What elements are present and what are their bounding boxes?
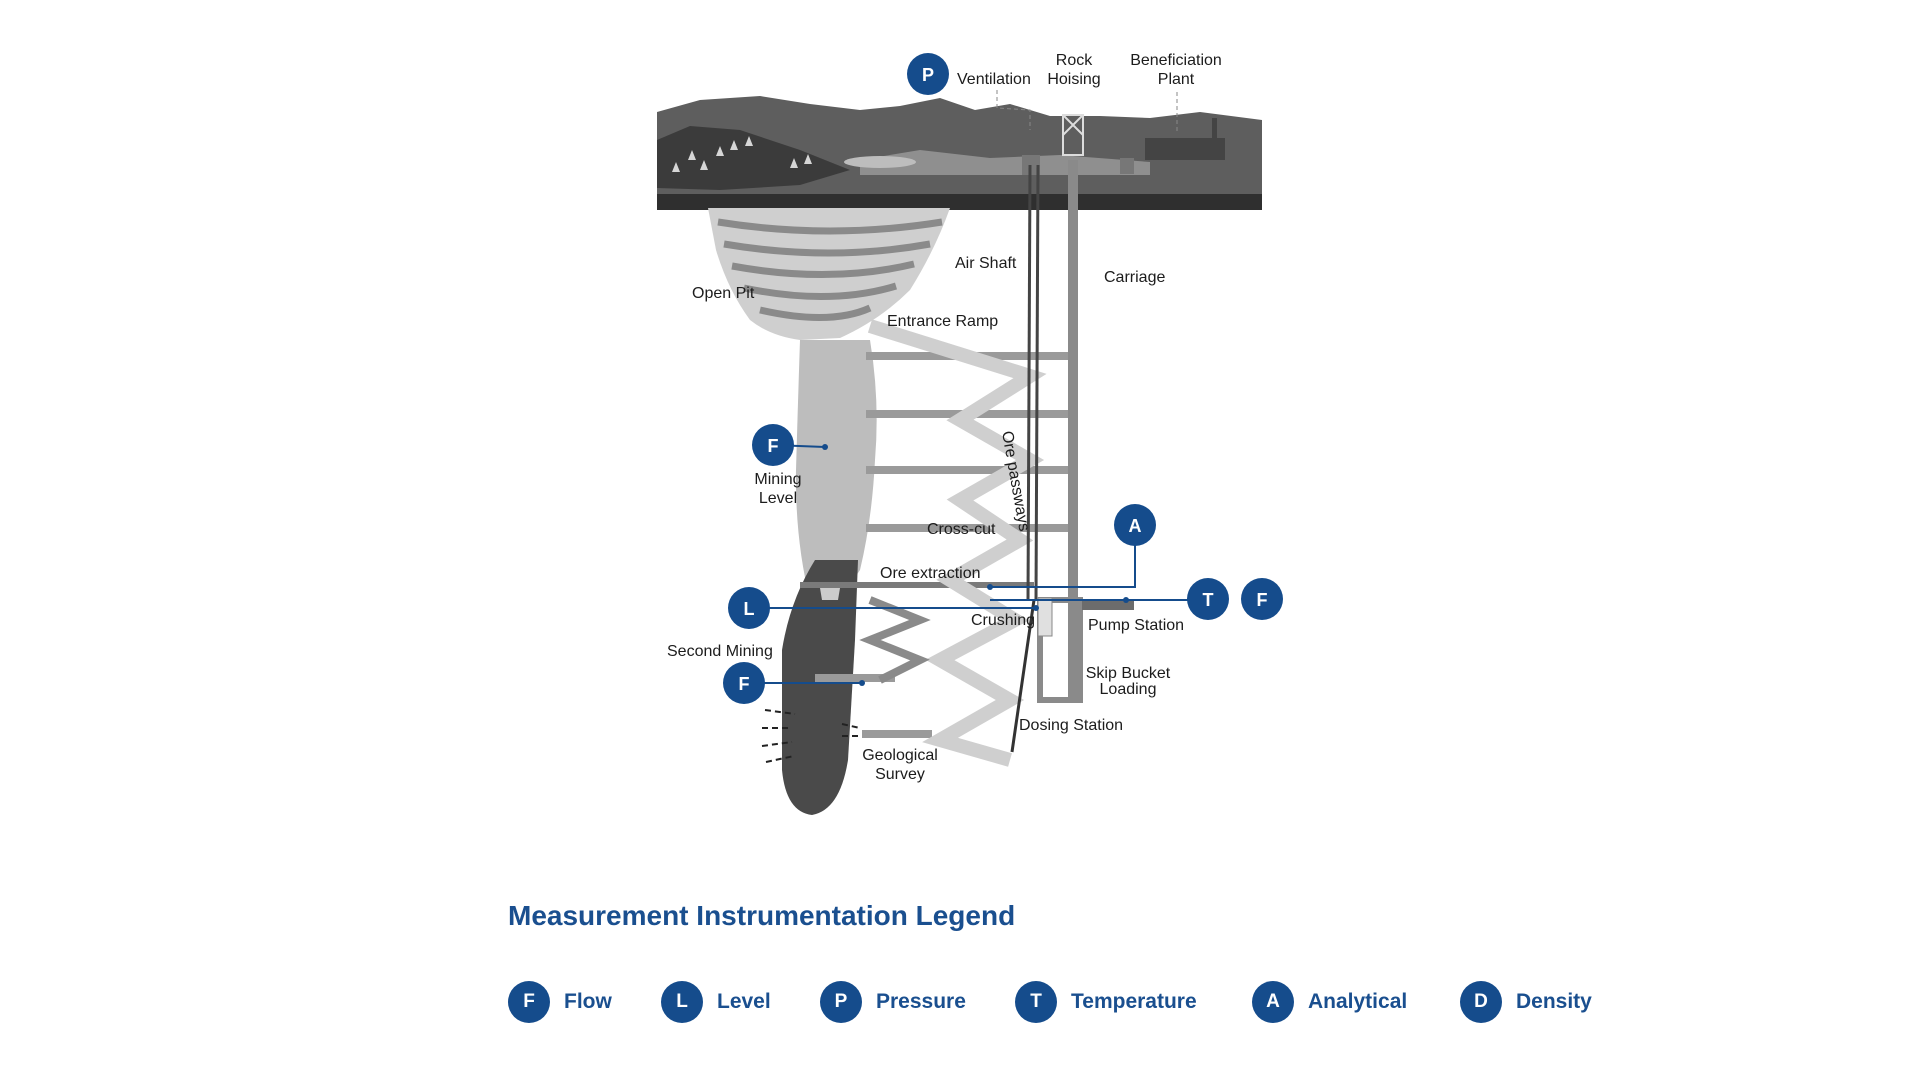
label-pump-station: Pump Station — [1088, 617, 1184, 634]
shafts — [1010, 160, 1134, 753]
label-mining-level-1: Mining — [754, 471, 801, 488]
svg-text:F: F — [739, 674, 750, 694]
legend-badge-density: D — [1460, 981, 1502, 1023]
label-beneficiation-1: Beneficiation — [1130, 52, 1222, 69]
svg-text:P: P — [922, 65, 934, 85]
legend-label-flow: Flow — [564, 990, 612, 1013]
connector-dots — [822, 444, 1129, 686]
svg-text:L: L — [744, 599, 755, 619]
instrumentation-legend: Measurement Instrumentation Legend F Flo… — [508, 900, 1708, 1023]
open-pit — [708, 208, 950, 340]
legend-badge-temperature: T — [1015, 981, 1057, 1023]
leader-lines — [996, 90, 1178, 134]
label-geological-2: Survey — [875, 766, 925, 783]
legend-item-pressure: P Pressure — [820, 980, 966, 1024]
label-ore-extraction: Ore extraction — [880, 565, 980, 582]
legend-badge-level: L — [661, 981, 703, 1023]
geological-dashes — [761, 709, 861, 763]
legend-badge-analytical: A — [1252, 981, 1294, 1023]
label-second-mining: Second Mining — [667, 643, 773, 660]
label-skip-bucket-1: Skip Bucket — [1086, 665, 1171, 682]
label-rock-hoising-1: Rock — [1056, 52, 1093, 69]
legend-badge-pressure: P — [820, 981, 862, 1023]
label-rock-hoising-2: Hoising — [1047, 71, 1100, 88]
legend-label-pressure: Pressure — [876, 990, 966, 1013]
label-ventilation: Ventilation — [957, 71, 1031, 88]
legend-label-density: Density — [1516, 990, 1592, 1013]
label-dosing-station: Dosing Station — [1019, 717, 1123, 734]
entrance-ramp-path — [859, 319, 1047, 767]
surface-terrain — [657, 96, 1262, 210]
label-beneficiation-2: Plant — [1158, 71, 1195, 88]
legend-label-level: Level — [717, 990, 771, 1013]
badge-flow-right[interactable]: F — [1241, 578, 1283, 620]
label-skip-bucket-2: Loading — [1100, 681, 1157, 698]
label-cross-cut: Cross-cut — [927, 521, 996, 538]
ore-body — [782, 340, 877, 815]
legend-item-temperature: T Temperature — [1015, 980, 1197, 1024]
label-carriage: Carriage — [1104, 269, 1165, 286]
badge-second-mining-flow[interactable]: F — [723, 662, 765, 704]
mine-diagram: Ventilation Rock Hoising Beneficiation P… — [657, 52, 1283, 815]
badge-analytical[interactable]: A — [1114, 504, 1156, 546]
badge-mining-level-flow[interactable]: F — [752, 424, 794, 466]
legend-item-analytical: A Analytical — [1252, 980, 1407, 1024]
svg-text:T: T — [1203, 590, 1214, 610]
badge-ventilation-pressure[interactable]: P — [907, 53, 949, 95]
label-mining-level-2: Level — [759, 490, 797, 507]
legend-title: Measurement Instrumentation Legend — [508, 900, 1016, 931]
svg-text:F: F — [768, 436, 779, 456]
badge-temperature[interactable]: T — [1187, 578, 1229, 620]
legend-label-temperature: Temperature — [1071, 990, 1197, 1013]
svg-text:F: F — [1257, 590, 1268, 610]
legend-item-density: D Density — [1460, 980, 1592, 1024]
legend-item-level: L Level — [661, 980, 771, 1024]
legend-item-flow: F Flow — [508, 980, 612, 1024]
label-open-pit: Open Pit — [692, 285, 755, 302]
label-entrance-ramp: Entrance Ramp — [887, 313, 998, 330]
legend-label-analytical: Analytical — [1308, 990, 1408, 1013]
diagram-labels: Ventilation Rock Hoising Beneficiation P… — [667, 52, 1222, 783]
badge-level[interactable]: L — [728, 587, 770, 629]
legend-badge-flow: F — [508, 981, 550, 1023]
label-crushing: Crushing — [971, 612, 1035, 629]
label-geological-1: Geological — [862, 747, 938, 764]
svg-text:A: A — [1129, 516, 1142, 536]
label-air-shaft: Air Shaft — [955, 255, 1017, 272]
